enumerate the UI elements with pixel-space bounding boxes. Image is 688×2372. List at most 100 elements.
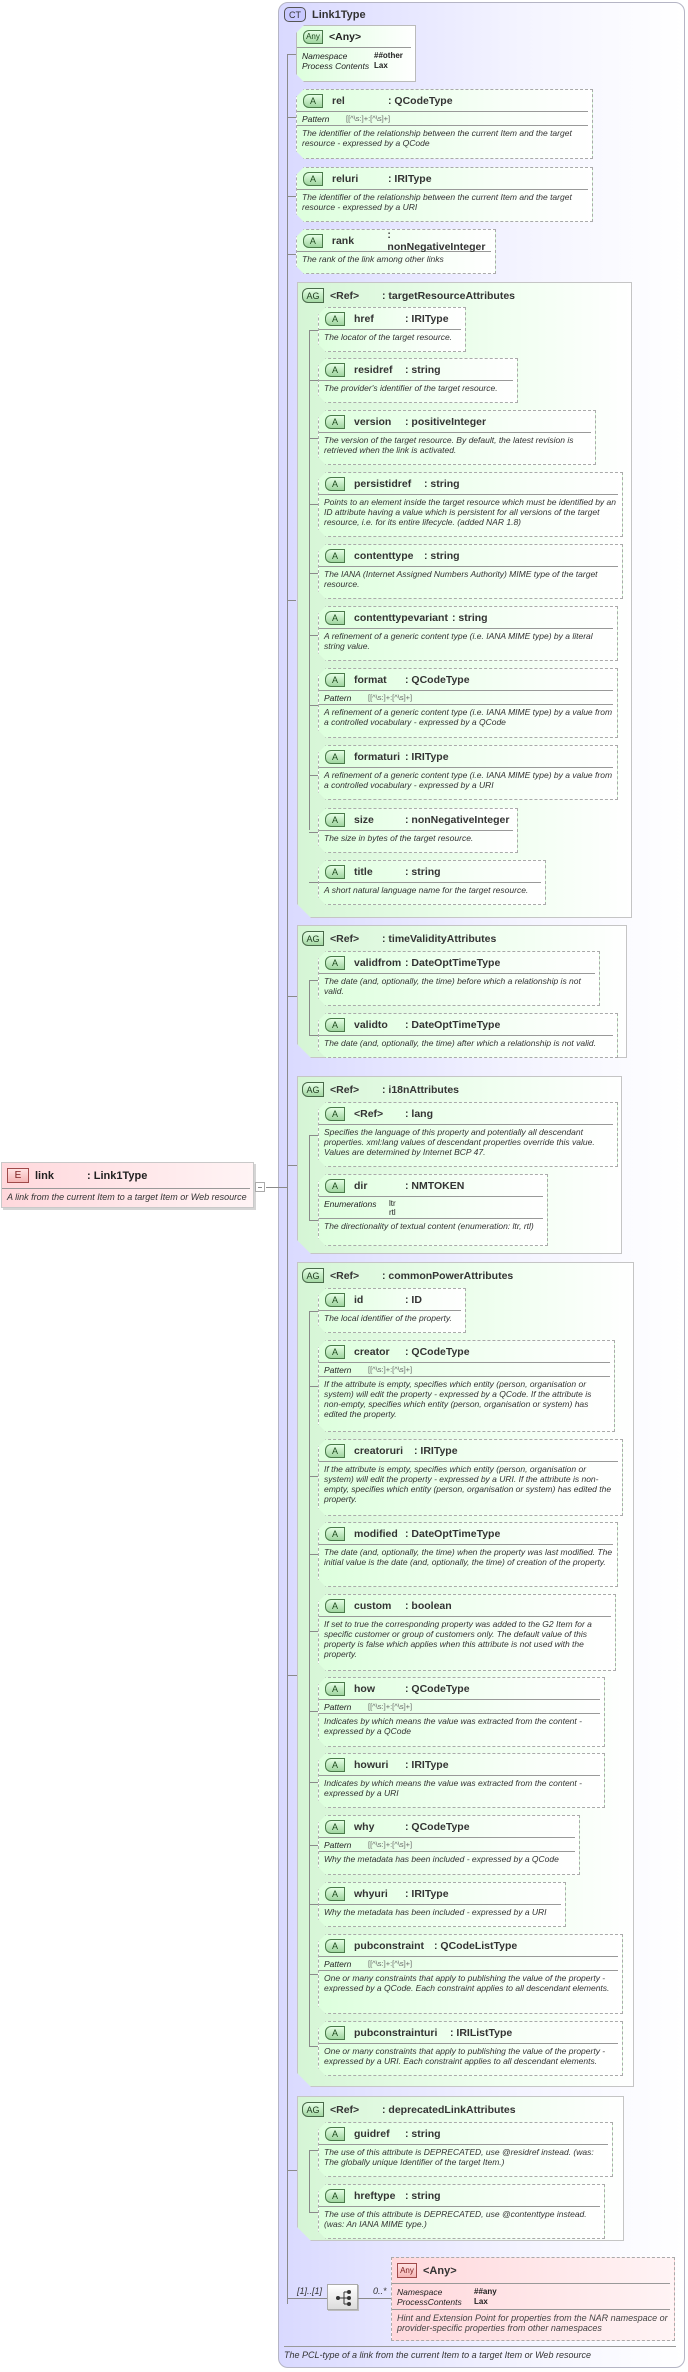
attribute-description: One or many constraints that apply to pu… [324,1973,610,1993]
attribute-type: : IRIType [405,1887,449,1900]
connector-line [309,980,318,981]
any-wildcard-top[interactable]: Any <Any> Namespace##other Process Conte… [296,25,416,82]
attribute-lang[interactable]: A<Ref>: lang Specifies the language of t… [318,1102,618,1167]
sequence-compositor[interactable] [327,2284,358,2310]
connector-line [309,504,318,505]
connector-line [266,1187,278,1188]
attribute-description: The version of the target resource. By d… [324,435,574,455]
attribute-description: A refinement of a generic content type (… [324,770,613,790]
connector-line [309,573,318,574]
attribute-badge: A [325,1682,345,1696]
attribute-description: The local identifier of the property. [324,1313,452,1323]
sequence-icon [336,2290,351,2306]
attribute-description: The date (and, optionally, the time) aft… [324,1038,596,1048]
attribute-badge: A [325,1107,345,1121]
attribute-badge: A [325,1527,345,1541]
attribute-description: The size in bytes of the target resource… [324,833,474,843]
attribute-name: <Ref> [354,1107,384,1120]
attribute-badge: A [325,865,345,879]
element-badge: E [7,1168,29,1183]
attribute-description: The directionality of textual content (e… [324,1221,534,1231]
collapse-toggle-icon[interactable] [255,1182,265,1192]
connector-line [287,196,296,197]
attribute-badge: A [325,673,345,687]
attribute-description: The identifier of the relationship betwe… [302,128,572,148]
attribute-name: persistidref [354,477,412,490]
connector-line [309,1311,318,1312]
complex-type-title: Link1Type [312,8,366,21]
attribute-name: dir [354,1179,368,1192]
attribute-type: : NMTOKEN [405,1179,465,1192]
attribute-type: : IRIType [405,1758,449,1771]
attribute-type: : string [405,865,441,878]
group-ref: <Ref> [330,1083,360,1096]
group-ref: <Ref> [330,289,360,302]
element-link[interactable]: E link : Link1Type A link from the curre… [1,1162,254,1208]
attribute-type: : nonNegativeInteger [387,228,486,253]
attribute-type: : ID [405,1293,422,1306]
group-line [309,330,310,830]
connector-line [287,2170,297,2171]
attribute-description: Specifies the language of this property … [324,1127,595,1157]
attribute-group-badge: AG [302,1268,324,1283]
group-name: : commonPowerAttributes [382,1269,514,1282]
connector-line [309,832,318,833]
attribute-type: : string [405,2189,441,2202]
connector-line [309,330,318,331]
complex-type-badge: CT [284,7,306,22]
attribute-badge: A [325,611,345,625]
connector-line [309,1035,318,1036]
group-name: : deprecatedLinkAttributes [382,2103,516,2116]
attribute-badge: A [325,415,345,429]
attribute-badge: A [325,2026,345,2040]
attribute-description: A refinement of a generic content type (… [324,707,613,727]
any-wildcard-bottom[interactable]: Any <Any> Namespace##any ProcessContents… [391,2257,675,2341]
pattern-value: [[^\s:]+:[^\s]+] [368,1840,413,1849]
attribute-badge: A [325,1444,345,1458]
attribute-badge: A [325,1345,345,1359]
element-name: link [35,1169,54,1182]
connector-line [309,380,318,381]
attribute-description: The date (and, optionally, the time) whe… [324,1547,613,1567]
attribute-description: The use of this attribute is DEPRECATED,… [324,2147,594,2167]
attribute-type: : nonNegativeInteger [405,813,510,826]
attribute-name: title [354,865,373,878]
connector-line [287,54,296,55]
namespace-key: Namespace [397,2287,443,2297]
attribute-type: : QCodeType [405,1345,470,1358]
attribute-description: Why the metadata has been included - exp… [324,1854,559,1864]
process-contents-key: Process Contents [302,61,370,71]
attribute-description: The date (and, optionally, the time) bef… [324,976,581,996]
connector-line [309,705,318,706]
attribute-badge: A [325,1758,345,1772]
